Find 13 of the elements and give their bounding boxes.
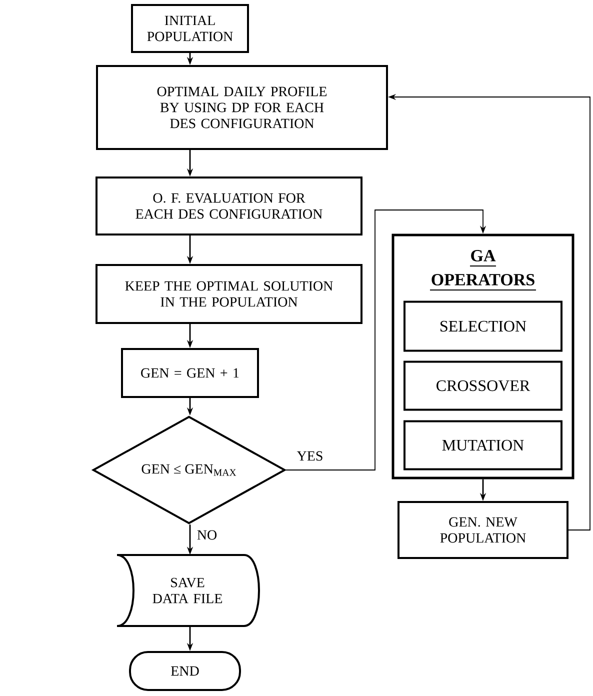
process-box: GEN. NEW POPULATION xyxy=(398,501,568,559)
process-box: OPTIMAL DAILY PROFILE BY USING DP FOR EACH DES CONFIGURATION xyxy=(96,65,388,150)
operator-box: MUTATION xyxy=(404,420,562,470)
process-box: KEEP THE OPTIMAL SOLUTION IN THE POPULATION xyxy=(96,264,362,324)
process-box: GEN = GEN + 1 xyxy=(121,348,259,398)
operator-box: SELECTION xyxy=(404,300,562,352)
edge-label: NO xyxy=(196,529,218,541)
process-box: INITIAL POPULATION xyxy=(131,4,249,53)
edge-label: YES xyxy=(296,450,324,462)
process-box: O. F. EVALUATION FOR EACH DES CONFIGURATION xyxy=(96,176,362,236)
arrow xyxy=(286,210,486,470)
operator-box: CROSSOVER xyxy=(404,360,562,411)
stored-data-shape: SAVE DATA FILE xyxy=(116,554,260,627)
